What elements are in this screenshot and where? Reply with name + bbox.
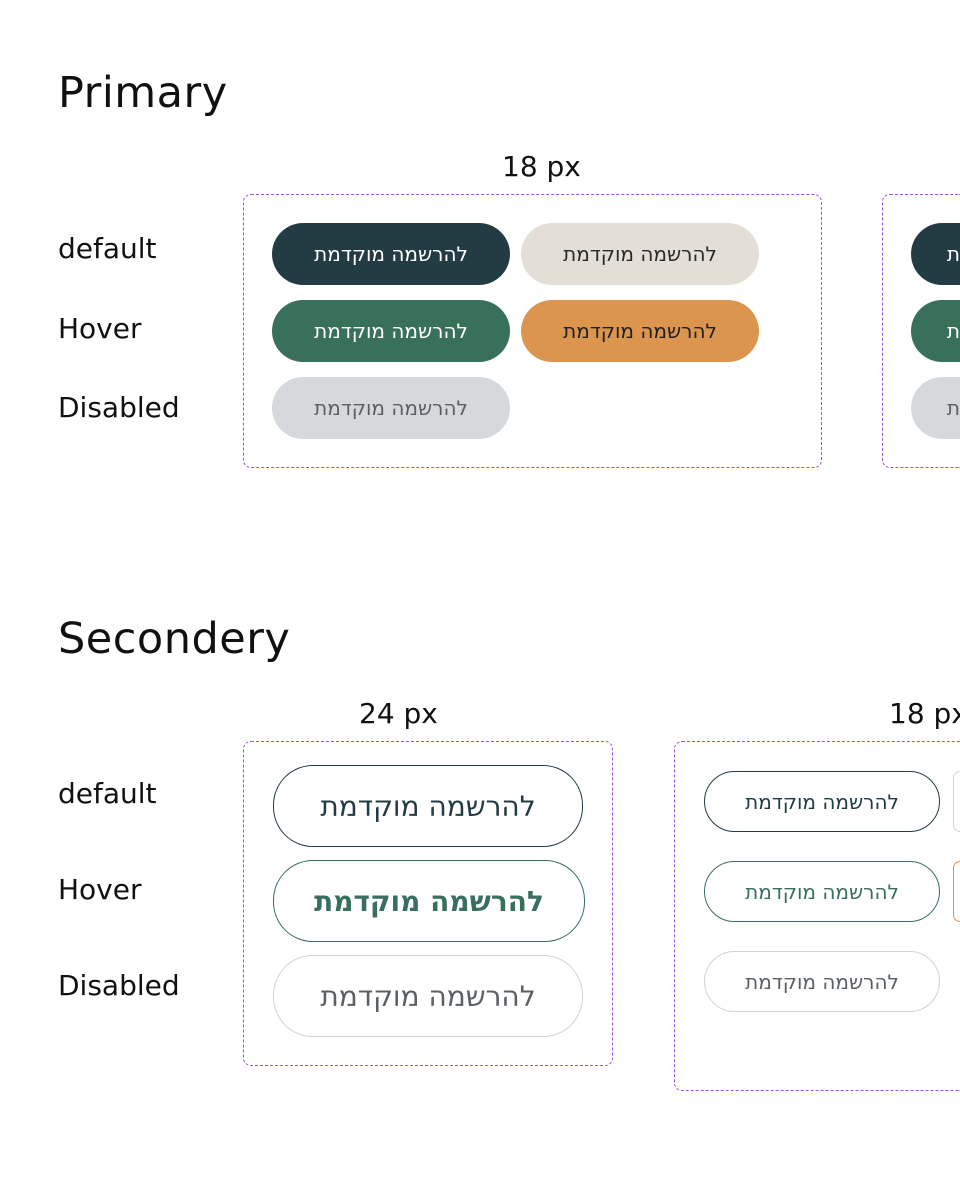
secondary-24px-frame [243, 741, 613, 1066]
secondary-state-hover-label: Hover [58, 873, 142, 906]
primary-partial-default-button[interactable]: ת [911, 223, 960, 285]
primary-second-frame [882, 194, 960, 468]
secondary-18-default-button[interactable]: להרשמה מוקדמת [704, 771, 940, 832]
primary-state-default-label: default [58, 232, 157, 265]
secondary-state-default-label: default [58, 777, 157, 810]
primary-state-disabled-label: Disabled [58, 391, 180, 424]
secondary-section-title: Secondery [58, 614, 291, 664]
secondary-18-partial-hover-button[interactable] [953, 861, 960, 922]
primary-size-label: 18 px [502, 150, 581, 183]
primary-18px-frame [243, 194, 822, 468]
primary-section-title: Primary [58, 68, 228, 118]
secondary-18-hover-button[interactable]: להרשמה מוקדמת [704, 861, 940, 922]
secondary-18-partial-default-button[interactable] [953, 771, 960, 832]
primary-hover-green-button[interactable]: להרשמה מוקדמת [272, 300, 510, 362]
secondary-18px-size-label: 18 px [889, 697, 960, 730]
secondary-24-disabled-button: להרשמה מוקדמת [273, 955, 583, 1037]
primary-partial-hover-button[interactable]: ת [911, 300, 960, 362]
primary-default-light-button[interactable]: להרשמה מוקדמת [521, 223, 759, 285]
primary-hover-orange-button[interactable]: להרשמה מוקדמת [521, 300, 759, 362]
secondary-18-disabled-button: להרשמה מוקדמת [704, 951, 940, 1012]
primary-default-dark-button[interactable]: להרשמה מוקדמת [272, 223, 510, 285]
primary-state-hover-label: Hover [58, 312, 142, 345]
primary-disabled-button: להרשמה מוקדמת [272, 377, 510, 439]
secondary-state-disabled-label: Disabled [58, 969, 180, 1002]
secondary-24-default-button[interactable]: להרשמה מוקדמת [273, 765, 583, 847]
secondary-24-hover-button[interactable]: להרשמה מוקדמת [273, 860, 585, 942]
secondary-18px-frame [674, 741, 960, 1091]
primary-partial-disabled-button: ת [911, 377, 960, 439]
secondary-24px-size-label: 24 px [359, 697, 438, 730]
